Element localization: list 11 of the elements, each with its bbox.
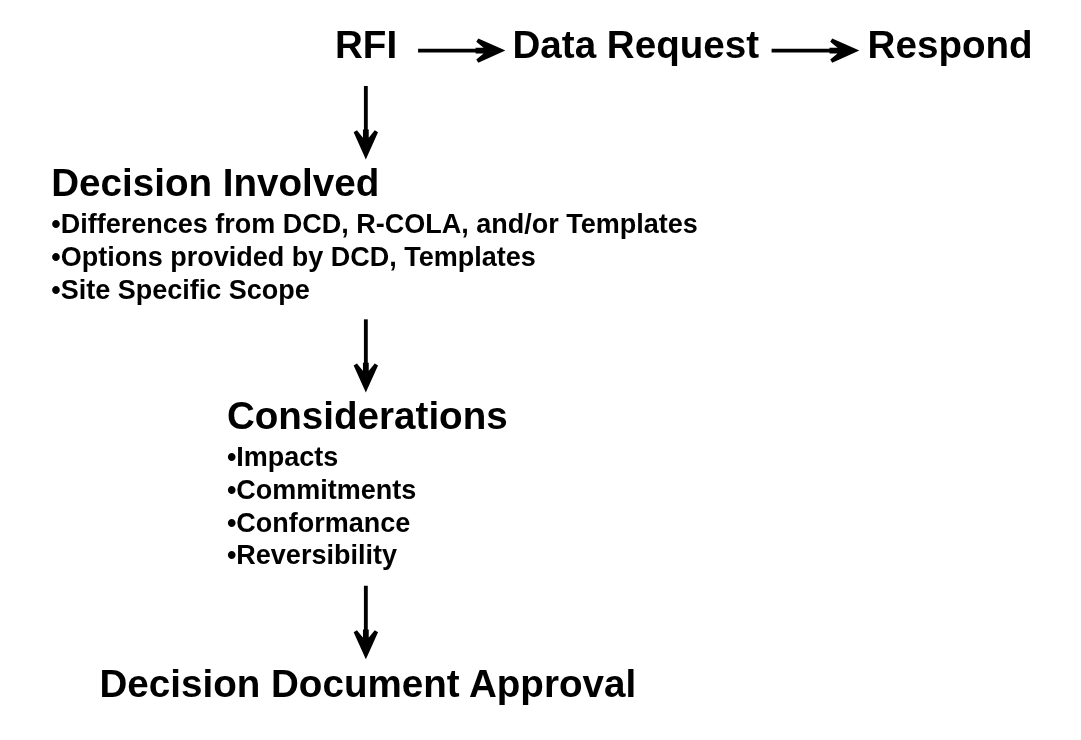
node-text: Respond xyxy=(867,23,1033,67)
node-text: Decision Document Approval xyxy=(99,662,637,706)
arrow xyxy=(353,319,379,390)
node-text: RFI xyxy=(334,23,398,67)
arrow xyxy=(353,85,379,157)
node-text: Decision Involved •Differences from DCD, R-COLA, and/or Templates •Options provided by DCD, Templates •Site Specific Scope xyxy=(51,161,698,305)
arrow xyxy=(353,585,379,657)
arrow xyxy=(771,38,857,63)
node-text: Considerations •Impacts •Commitments •Conformance •Reversibility xyxy=(226,393,508,571)
node-text: Data Request xyxy=(512,23,760,67)
arrow xyxy=(418,38,503,63)
